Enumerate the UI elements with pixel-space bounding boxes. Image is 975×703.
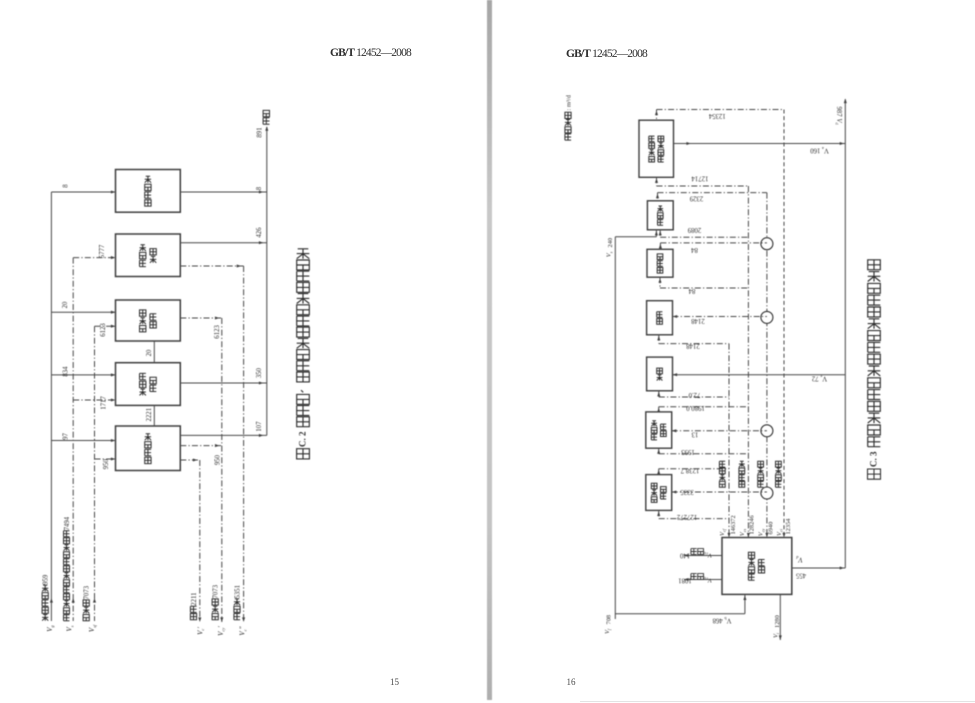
svg-text:Vcs: Vcs: [739, 528, 747, 536]
svg-text:2221: 2221: [146, 408, 153, 422]
svg-text:140: 140: [679, 552, 690, 559]
svg-text:Vsf: Vsf: [88, 624, 97, 632]
svg-text:Vc′: Vc′: [197, 627, 206, 635]
svg-text:20: 20: [146, 349, 153, 356]
svg-text:426: 426: [256, 227, 263, 238]
svg-text:1238.7: 1238.7: [680, 467, 699, 474]
svg-text:13: 13: [691, 430, 698, 437]
svg-text:Vf: Vf: [604, 628, 612, 634]
svg-text:Vb 468: Vb 468: [712, 616, 732, 623]
svg-text:127272: 127272: [676, 513, 697, 520]
svg-text:84: 84: [691, 246, 698, 253]
svg-text:3335: 3335: [680, 488, 694, 495]
svg-text:6123: 6123: [100, 323, 107, 337]
svg-text:128246: 128246: [749, 515, 756, 534]
svg-text:Vcq: Vcq: [704, 551, 712, 558]
svg-text:: m³/d: : m³/d: [565, 94, 572, 110]
svg-text:2211: 2211: [191, 592, 198, 605]
svg-text:2148: 2148: [691, 317, 705, 324]
svg-text:2329: 2329: [689, 195, 703, 202]
svg-text:Vcf: Vcf: [719, 528, 727, 536]
svg-text:Vi: Vi: [772, 633, 780, 638]
svg-text:834: 834: [63, 366, 70, 377]
svg-text:Vci: Vci: [776, 529, 784, 536]
svg-text:84: 84: [688, 287, 695, 294]
svg-text:5777: 5777: [99, 244, 106, 258]
svg-text:959: 959: [43, 574, 50, 585]
svg-text:72.0: 72.0: [688, 391, 700, 398]
svg-text:107: 107: [256, 421, 263, 432]
svg-text:Vg: Vg: [46, 624, 55, 631]
svg-text:Vd: Vd: [795, 555, 802, 564]
svg-text:6123: 6123: [214, 325, 221, 339]
svg-text:C. 3: C. 3: [868, 451, 878, 467]
svg-text:12714: 12714: [691, 175, 709, 182]
svg-text:240: 240: [607, 238, 614, 248]
svg-text:2148: 2148: [686, 342, 700, 349]
svg-text:12354: 12354: [708, 112, 726, 119]
svg-text:7073: 7073: [84, 585, 91, 599]
svg-text:C. 2: C. 2: [297, 431, 307, 447]
svg-text:455: 455: [795, 572, 806, 579]
svg-text:7494: 7494: [64, 516, 71, 530]
svg-text:Vcq: Vcq: [704, 576, 712, 583]
svg-text:5351: 5351: [234, 585, 241, 599]
svg-text:891: 891: [256, 127, 263, 137]
svg-text:1081: 1081: [678, 577, 692, 584]
svg-text:1280: 1280: [774, 615, 781, 628]
svg-text:97: 97: [62, 433, 69, 440]
svg-text:350: 350: [256, 367, 263, 378]
svg-text:Va 160: Va 160: [810, 146, 829, 153]
svg-text:2089: 2089: [687, 226, 701, 233]
svg-text:8: 8: [62, 184, 69, 188]
svg-text:6940: 6940: [767, 522, 774, 535]
svg-text:1980.0: 1980.0: [686, 404, 705, 411]
svg-text:950: 950: [103, 459, 110, 470]
svg-text:708: 708: [605, 615, 612, 625]
svg-text:950: 950: [214, 454, 221, 465]
svg-text:20: 20: [62, 301, 69, 308]
svg-text:1993: 1993: [681, 448, 695, 455]
svg-text:Vcy: Vcy: [758, 529, 766, 537]
svg-text:1717: 1717: [100, 396, 107, 410]
svg-text:987 Vd: 987 Vd: [834, 107, 841, 126]
svg-text:Vc″: Vc″: [239, 626, 248, 635]
svg-text:Vs: Vs: [606, 251, 614, 257]
svg-text:12354: 12354: [785, 518, 792, 535]
svg-text:Vcy′: Vcy′: [217, 626, 226, 636]
svg-text:Ve 72: Ve 72: [811, 374, 827, 381]
svg-text:8: 8: [256, 186, 263, 190]
svg-text:146372: 146372: [730, 515, 737, 534]
svg-text:7073: 7073: [213, 584, 220, 598]
svg-text:Vs: Vs: [66, 625, 75, 631]
